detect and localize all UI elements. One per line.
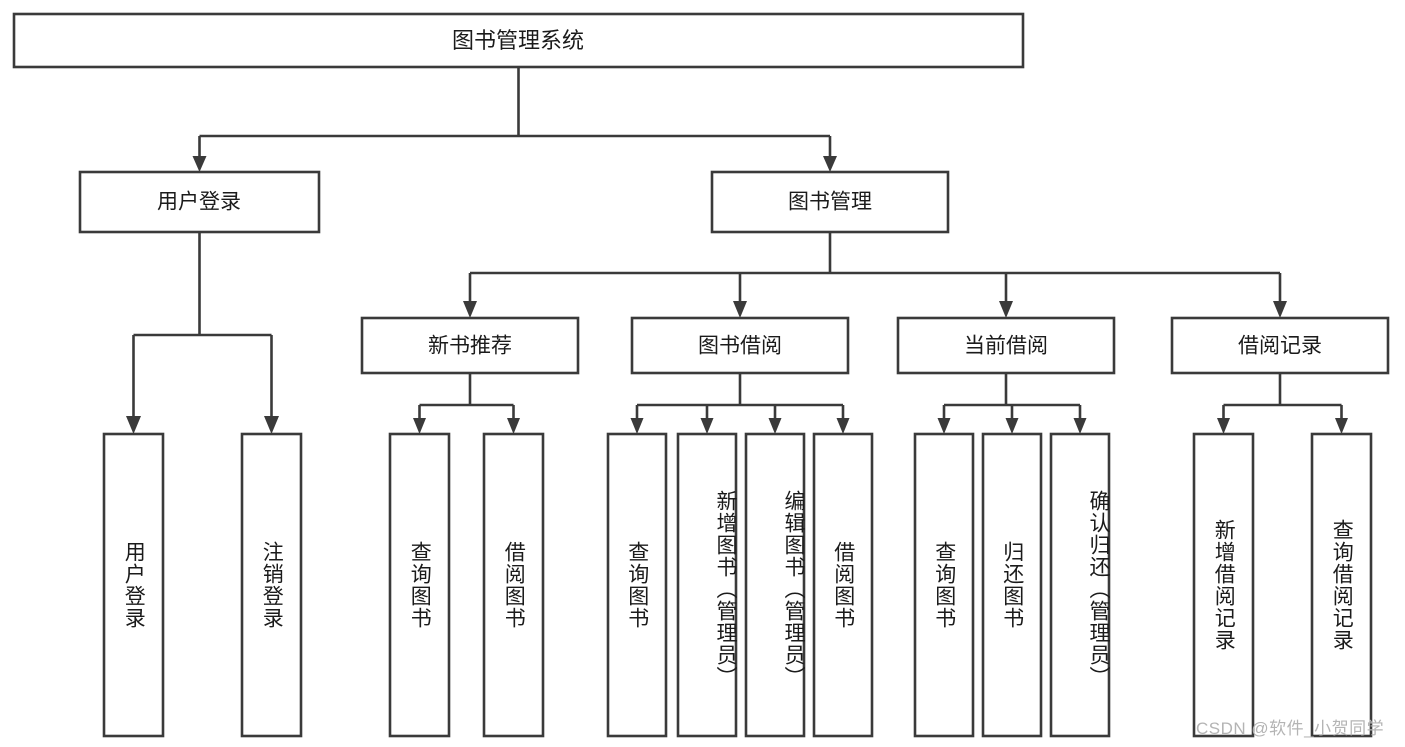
node-book-management-label: 图书管理	[788, 191, 872, 214]
arrowhead-new-book-recommend	[463, 301, 477, 318]
node-book-management-box[interactable]	[710, 170, 950, 234]
node-bb-query-book-box[interactable]	[606, 432, 668, 738]
node-new-book-recommend-box[interactable]	[360, 316, 580, 375]
arrowhead-br-add-record	[1217, 418, 1230, 434]
node-br-query-record-box[interactable]	[1310, 432, 1373, 738]
arrowhead-user-login	[192, 156, 207, 172]
node-book-management[interactable]: 图书管理	[710, 170, 950, 234]
node-user-login-box[interactable]	[78, 170, 321, 234]
node-book-borrow-label: 图书借阅	[698, 335, 782, 358]
node-user-login-leaf-box[interactable]	[102, 432, 165, 738]
node-new-book-recommend-label: 新书推荐	[428, 335, 512, 358]
node-user-login[interactable]: 用户登录	[78, 170, 321, 234]
node-borrow-record-box[interactable]	[1170, 316, 1390, 375]
node-bb-borrow-book-box[interactable]	[812, 432, 874, 738]
arrowhead-nbr-borrow-book	[507, 418, 520, 434]
node-root-label: 图书管理系统	[452, 28, 584, 53]
connector-layer	[126, 67, 1348, 434]
arrowhead-bb-edit-book	[768, 418, 782, 434]
node-bb-edit-book-box[interactable]	[744, 432, 806, 738]
node-br-add-record-box[interactable]	[1192, 432, 1255, 738]
node-current-borrow-box[interactable]	[896, 316, 1116, 375]
arrowhead-bb-add-book	[700, 418, 714, 434]
node-current-borrow[interactable]: 当前借阅	[896, 316, 1116, 375]
node-book-borrow[interactable]: 图书借阅	[630, 316, 850, 375]
arrowhead-cb-confirm-return	[1073, 418, 1087, 434]
node-user-login-label: 用户登录	[157, 191, 241, 214]
arrowhead-cb-return-book	[1005, 418, 1019, 434]
node-bb-add-book-box[interactable]	[676, 432, 738, 738]
arrowhead-bb-query-book	[630, 418, 644, 434]
arrowhead-book-borrow	[733, 301, 747, 318]
node-cb-query-book-box[interactable]	[913, 432, 975, 738]
node-borrow-record-label: 借阅记录	[1238, 335, 1322, 358]
arrowhead-br-query-record	[1335, 418, 1348, 434]
node-nbr-query-book-box[interactable]	[388, 432, 451, 738]
node-new-book-recommend[interactable]: 新书推荐	[360, 316, 580, 375]
node-book-borrow-box[interactable]	[630, 316, 850, 375]
node-root-box[interactable]	[12, 12, 1025, 69]
node-current-borrow-label: 当前借阅	[964, 335, 1048, 358]
arrowhead-cb-query-book	[937, 418, 951, 434]
node-cb-return-book-box[interactable]	[981, 432, 1043, 738]
node-layer: 图书管理系统 用户登录 图书管理 新书推荐 图书借阅	[12, 12, 1390, 738]
node-borrow-record[interactable]: 借阅记录	[1170, 316, 1390, 375]
node-user-logout-leaf-box[interactable]	[240, 432, 303, 738]
arrowhead-user-logout-leaf	[264, 416, 279, 434]
csdn-watermark: CSDN @软件_小贺同学	[1196, 719, 1385, 738]
arrowhead-user-login-leaf	[126, 416, 141, 434]
node-root[interactable]: 图书管理系统	[12, 12, 1025, 69]
arrowhead-nbr-query-book	[413, 418, 426, 434]
arrowhead-book-management	[823, 156, 837, 172]
arrowhead-bb-borrow-book	[836, 418, 850, 434]
node-nbr-borrow-book-box[interactable]	[482, 432, 545, 738]
node-cb-confirm-return-box[interactable]	[1049, 432, 1111, 738]
arrowhead-borrow-record	[1273, 301, 1287, 318]
arrowhead-current-borrow	[999, 301, 1013, 318]
